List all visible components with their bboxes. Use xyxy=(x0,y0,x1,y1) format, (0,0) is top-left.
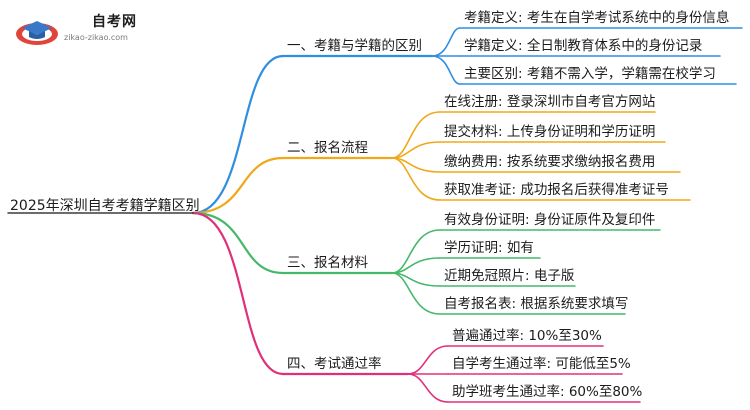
branch-4-leaf-2: 自学考生通过率: 可能低至5% xyxy=(452,356,631,372)
branch-2-label: 二、报名流程 xyxy=(287,140,368,156)
branch-4-leaf-3-connector xyxy=(407,373,449,403)
site-logo[interactable]: 自考网 zikao-zikao.com xyxy=(8,6,138,50)
branch-2-leaf-2: 提交材料: 上传身份证明和学历证明 xyxy=(444,124,656,140)
root-to-branch-1 xyxy=(191,54,285,215)
root-topic: 2025年深圳自考考籍学籍区别 xyxy=(10,198,200,214)
branch-3-label: 三、报名材料 xyxy=(287,255,368,271)
branch-3-leaf-1: 有效身份证明: 身份证原件及复印件 xyxy=(444,212,656,228)
root-to-branch-3 xyxy=(191,211,285,275)
branch-3-leaf-3: 近期免冠照片: 电子版 xyxy=(444,268,575,284)
branch-3-leaf-4-connector xyxy=(391,272,441,315)
brand-url: zikao-zikao.com xyxy=(64,33,128,42)
branch-4-leaf-3: 助学班考生通过率: 60%至80% xyxy=(452,384,643,400)
branch-4-label: 四、考试通过率 xyxy=(287,356,382,372)
branch-1-leaf-3: 主要区别: 考籍不需入学，学籍需在校学习 xyxy=(464,66,716,82)
branch-3-leaf-2: 学历证明: 如有 xyxy=(444,240,534,256)
root-to-branch-4 xyxy=(191,211,285,376)
branch-2-leaf-3: 缴纳费用: 按系统要求缴纳报名费用 xyxy=(444,154,656,170)
branch-1-leaf-1-connector xyxy=(431,27,461,57)
branch-2-leaf-4: 获取准考证: 成功报名后获得准考证号 xyxy=(444,182,669,198)
branch-4-leaf-1: 普遍通过率: 10%至30% xyxy=(452,328,602,344)
brand-name: 自考网 xyxy=(92,14,137,30)
branch-4-leaf-1-connector xyxy=(407,345,449,375)
branch-1-label: 一、考籍与学籍的区别 xyxy=(287,38,422,54)
branch-1-leaf-2: 学籍定义: 全日制教育体系中的身份记录 xyxy=(464,38,703,54)
branch-1-leaf-1: 考籍定义: 考生在自学考试系统中的身份信息 xyxy=(464,10,730,26)
graduation-cap-icon xyxy=(16,21,58,45)
branch-2-leaf-1-connector xyxy=(391,111,441,159)
root-to-branch-2 xyxy=(191,156,285,215)
branch-3-leaf-1-connector xyxy=(391,229,441,274)
branch-2-leaf-1: 在线注册: 登录深圳市自考官方网站 xyxy=(444,94,656,110)
branch-3-leaf-4: 自考报名表: 根据系统要求填写 xyxy=(444,296,629,312)
branch-2-leaf-4-connector xyxy=(391,157,441,201)
branch-1-leaf-3-connector xyxy=(431,55,461,85)
